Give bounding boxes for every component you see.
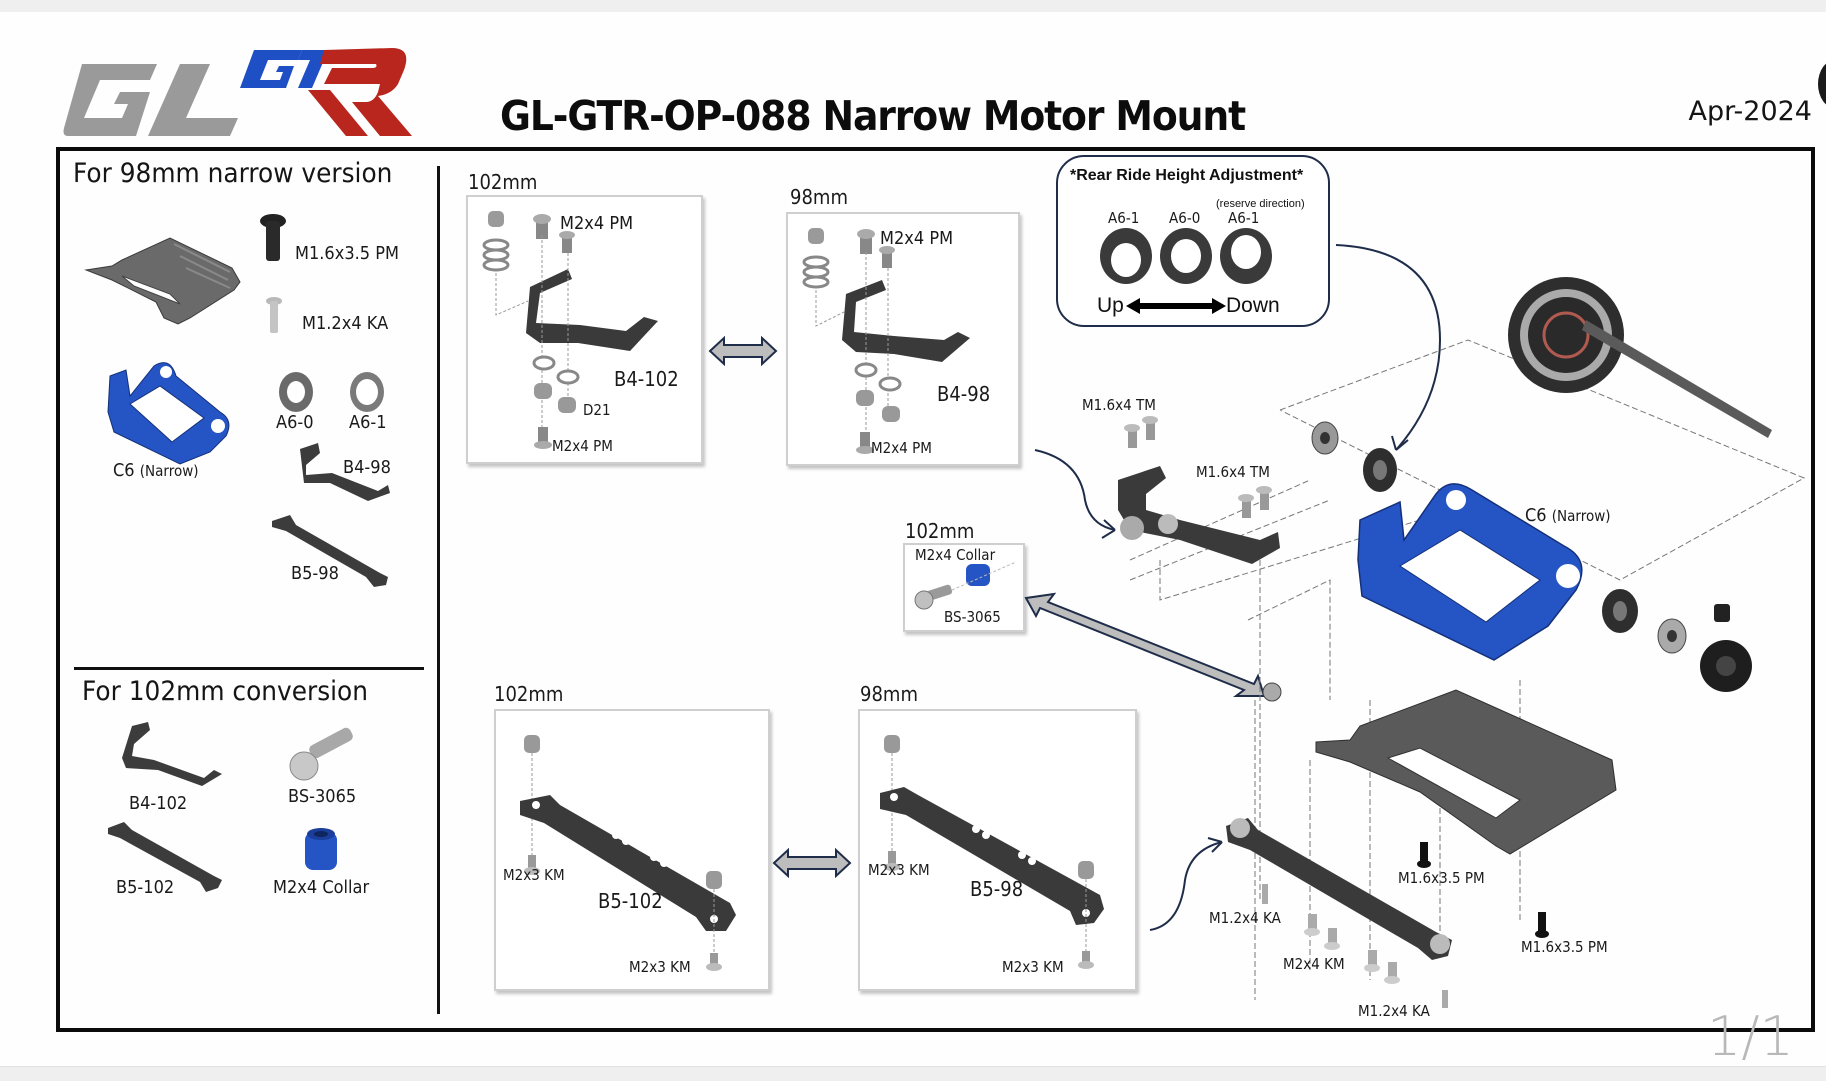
c6-motor-mount-part <box>107 362 230 465</box>
spur-gear-axle <box>1508 277 1772 438</box>
bs-3065-part <box>289 727 353 781</box>
b5-left-heading: 102mm <box>494 682 564 706</box>
screw-ka-icon <box>266 297 282 333</box>
collar-inset-heading: 102mm <box>905 519 975 543</box>
b4-102-part <box>122 722 222 786</box>
c6-assembly-sub: (Narrow) <box>1551 507 1611 525</box>
viewer-bottom-bar <box>0 1066 1826 1081</box>
b5-102-part <box>108 822 222 892</box>
ride-height-connector <box>1335 244 1442 451</box>
logo-gl <box>63 64 238 136</box>
b5-connector <box>1149 841 1223 931</box>
b5-102-exploded <box>520 735 736 971</box>
logo-letter-r <box>320 48 412 136</box>
page-indicator: 1/1 <box>1707 1005 1794 1068</box>
section-102-title: For 102mm conversion <box>82 676 368 707</box>
c6-assembled <box>1357 483 1583 661</box>
b5-98-screw-a-label: M2x3 KM <box>868 861 930 879</box>
section-divider <box>74 667 424 670</box>
logo-r-stripe <box>308 90 368 136</box>
viewer-top-bar <box>0 0 1826 12</box>
ride-spacer-label-1: A6-1 <box>1108 209 1140 227</box>
ride-height-spacers <box>1100 228 1272 284</box>
b4-102-spacer-label: D21 <box>583 401 611 419</box>
page-corner-badge <box>1818 60 1826 108</box>
ka-screw-label-1: M1.2x4 KA <box>1209 909 1281 927</box>
b4-98-part <box>300 443 390 501</box>
label-m16x35pm: M1.6x3.5 PM <box>295 243 399 264</box>
b4-98-screw-top-label: M2x4 PM <box>880 228 954 249</box>
b5-102-part-label: B5-102 <box>598 889 663 913</box>
instruction-frame <box>56 147 1815 1032</box>
screw-pm-icon <box>260 214 286 261</box>
collar-part <box>305 828 337 870</box>
b5-98-screw-b-label: M2x3 KM <box>1002 958 1064 976</box>
ka-screw-label-2: M1.2x4 KA <box>1358 1002 1430 1020</box>
b4-left-heading: 102mm <box>468 170 538 194</box>
b5-98-part <box>272 515 388 587</box>
ride-spacer-label-3: A6-1 <box>1228 209 1260 227</box>
collar-inset-screw-label: BS-3065 <box>944 608 1001 626</box>
ride-down-label: Down <box>1226 294 1280 317</box>
b4-102-exploded <box>482 211 658 449</box>
document-date: Apr-2024 <box>1688 96 1812 127</box>
b4-right-heading: 98mm <box>790 185 848 209</box>
label-b4-98: B4-98 <box>343 457 391 478</box>
c6-assembly-label: C6 (Narrow) <box>1525 505 1611 526</box>
label-a6-0: A6-0 <box>276 412 314 433</box>
pm-screw-label-2: M1.6x3.5 PM <box>1521 938 1608 956</box>
b4-98-exploded <box>802 228 970 454</box>
b5-right-heading: 98mm <box>860 682 918 706</box>
ride-height-note: (reserve direction) <box>1216 198 1305 210</box>
label-c6-sub: (Narrow) <box>139 462 199 480</box>
b5-assembled <box>1226 818 1452 960</box>
b5-98-exploded <box>880 735 1104 969</box>
b4-102-screw-bottom-label: M2x4 PM <box>552 437 613 455</box>
label-c6-name: C6 <box>113 460 135 481</box>
b5-swap-arrow-icon <box>772 847 852 879</box>
label-a6-1: A6-1 <box>349 412 387 433</box>
section-98-title: For 98mm narrow version <box>73 158 393 189</box>
label-b5-98: B5-98 <box>291 563 339 584</box>
b5-98-part-label: B5-98 <box>970 877 1024 901</box>
chassis-plate-part <box>84 237 241 325</box>
label-c6: C6 (Narrow) <box>113 460 199 481</box>
label-m12x4ka: M1.2x4 KA <box>302 313 389 334</box>
panel-divider <box>437 166 440 1014</box>
logo-letter-l <box>148 64 238 136</box>
b4-connector <box>1034 449 1116 531</box>
b4-98-screw-bottom-label: M2x4 PM <box>871 439 932 457</box>
b4-assembled <box>1118 466 1280 564</box>
km-screw-label: M2x4 KM <box>1283 955 1345 973</box>
collar-inset-panel <box>903 543 1025 632</box>
tm-screw-label-1: M1.6x4 TM <box>1082 396 1156 414</box>
ride-spacer-label-2: A6-0 <box>1169 209 1201 227</box>
document-title: GL-GTR-OP-088 Narrow Motor Mount <box>500 92 1246 140</box>
logo-letter-g2 <box>240 50 302 88</box>
spacer-a6-1-icon <box>350 372 384 412</box>
label-bs-3065: BS-3065 <box>288 786 357 807</box>
double-arrow-icon <box>1126 298 1226 314</box>
b4-102-screw-top-label: M2x4 PM <box>560 213 634 234</box>
c6-assembly-name: C6 <box>1525 505 1547 526</box>
tm-screw-label-2: M1.6x4 TM <box>1196 463 1270 481</box>
collar-inset-parts <box>914 561 1017 610</box>
pm-screw-label-1: M1.6x3.5 PM <box>1398 869 1485 887</box>
b4-98-part-label: B4-98 <box>937 382 991 406</box>
ride-height-title: *Rear Ride Height Adjustment* <box>1070 167 1304 184</box>
assembly-diagram <box>1034 244 1806 1008</box>
logo-letter-g <box>63 64 157 136</box>
label-b5-102: B5-102 <box>116 877 175 898</box>
swap-arrow-icon <box>708 335 778 367</box>
spacer-a6-0-icon <box>279 372 313 412</box>
ride-up-label: Up <box>1097 294 1124 317</box>
b5-102-screw-a-label: M2x3 KM <box>503 866 565 884</box>
b4-102-part-label: B4-102 <box>614 367 679 391</box>
collar-inset-collar-label: M2x4 Collar <box>915 546 996 564</box>
label-b4-102: B4-102 <box>129 793 188 814</box>
label-m2x4-collar: M2x4 Collar <box>273 877 370 898</box>
b5-102-screw-b-label: M2x3 KM <box>629 958 691 976</box>
brand-logo <box>63 48 412 136</box>
